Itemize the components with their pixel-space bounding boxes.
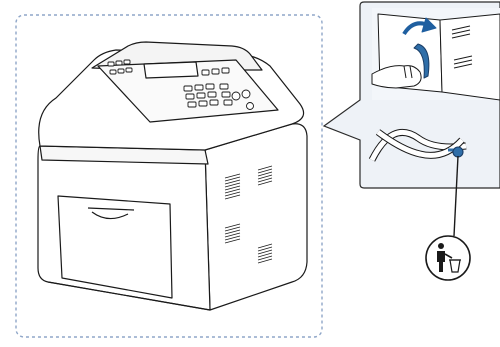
printer-illustration [38,42,307,310]
pull-tape-icon [372,8,500,100]
recycle-bin-icon [426,236,470,280]
